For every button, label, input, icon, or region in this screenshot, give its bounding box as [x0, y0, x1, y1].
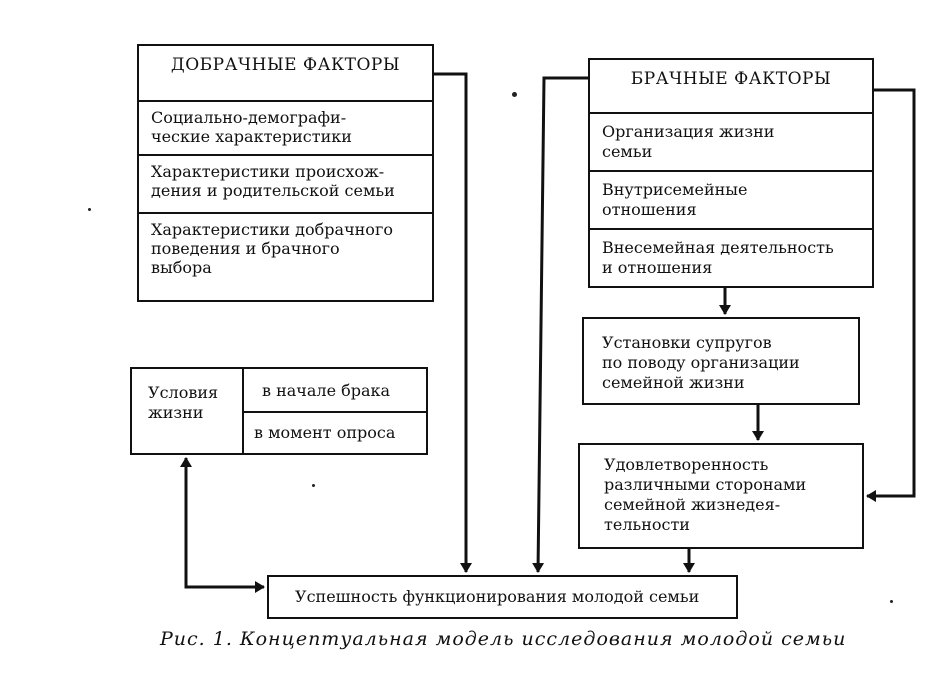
premarital-factors-title: ДОБРАЧНЫЕ ФАКТОРЫ [170, 55, 401, 75]
spouse-attitudes-block: Установки супругов по поводу организации… [582, 317, 860, 405]
success-text: Успешность функционирования молодой семь… [295, 587, 700, 606]
living-conditions-block: Условия жизни в начале брака в момент оп… [130, 367, 428, 455]
living-conditions-label: Условия жизни [148, 383, 219, 422]
marital-item-organization: Организация жизни семьи [590, 112, 872, 170]
scan-speck [88, 208, 91, 211]
premarital-item-sociodemographic: Социально-демографи- ческие характеристи… [139, 100, 432, 154]
scan-speck [312, 484, 315, 487]
living-option-start: в начале брака [262, 381, 391, 400]
satisfaction-block: Удовлетворенность различными сторонами с… [578, 443, 864, 549]
premarital-item-behavior: Характеристики добрачного поведения и бр… [139, 212, 432, 300]
marital-item-relations: Внутрисемейные отношения [590, 170, 872, 228]
living-option-divider [244, 411, 426, 413]
premarital-factors-block: ДОБРАЧНЫЕ ФАКТОРЫ Социально-демографи- ч… [137, 44, 434, 302]
success-block: Успешность функционирования молодой семь… [267, 575, 738, 619]
arrow-premarital-to-success [434, 72, 472, 573]
scan-speck [512, 92, 517, 97]
marital-factors-title: БРАЧНЫЕ ФАКТОРЫ [630, 69, 832, 89]
marital-item-external: Внесемейная деятельность и отношения [590, 228, 872, 286]
living-conditions-divider [242, 369, 244, 453]
marital-factors-block: БРАЧНЫЕ ФАКТОРЫ Организация жизни семьи … [588, 58, 874, 288]
living-option-survey: в момент опроса [254, 423, 396, 442]
arrow-living-success-bidirectional [180, 457, 265, 593]
figure-caption: Рис. 1. Концептуальная модель исследован… [160, 628, 847, 650]
premarital-item-origin: Характеристики происхож- дения и родител… [139, 154, 432, 212]
scan-speck [890, 600, 893, 603]
arrow-marital-to-satisfaction [866, 88, 916, 502]
spouse-attitudes-text: Установки супругов по поводу организации… [602, 333, 800, 392]
satisfaction-text: Удовлетворенность различными сторонами с… [604, 455, 807, 534]
